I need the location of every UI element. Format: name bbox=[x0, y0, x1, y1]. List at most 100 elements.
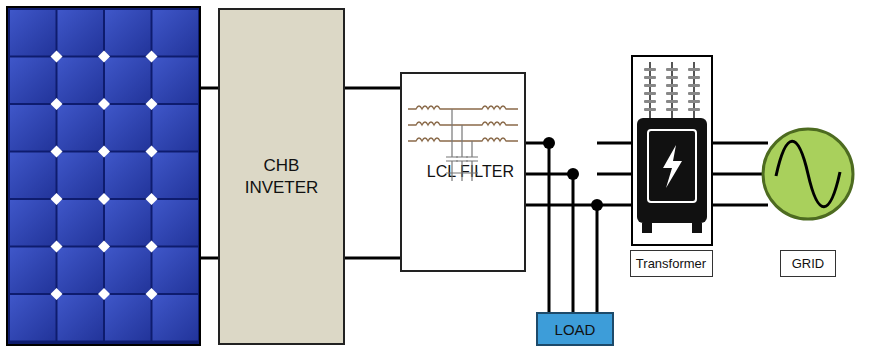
bushing-disc bbox=[688, 108, 700, 111]
tank-panel bbox=[648, 130, 696, 202]
cell-corner bbox=[146, 241, 158, 253]
solar-cell bbox=[10, 58, 56, 104]
solar-cell bbox=[153, 153, 199, 199]
bushing-disc bbox=[644, 76, 656, 79]
transformer-bushings bbox=[650, 62, 694, 118]
bushing-disc bbox=[666, 108, 678, 111]
tank-foot bbox=[642, 223, 652, 233]
solar-panel bbox=[7, 7, 200, 345]
solar-cell bbox=[105, 10, 151, 56]
sine-wave bbox=[776, 141, 840, 207]
solar-cell bbox=[153, 200, 199, 246]
solar-cell bbox=[153, 105, 199, 151]
cell-corner bbox=[146, 98, 158, 110]
transformer-housing bbox=[632, 56, 712, 245]
cell-corner bbox=[98, 51, 110, 63]
solar-cell bbox=[58, 248, 104, 294]
bushing-disc bbox=[666, 76, 678, 79]
bushing-disc bbox=[666, 84, 678, 87]
bushing-disc bbox=[644, 68, 656, 71]
dc-wire bbox=[200, 257, 218, 260]
bushing-disc bbox=[688, 84, 700, 87]
cell-corner bbox=[146, 288, 158, 300]
cell-corner bbox=[51, 98, 63, 110]
tank-foot bbox=[692, 223, 702, 233]
cell-corner bbox=[146, 51, 158, 63]
solar-cell bbox=[10, 105, 56, 151]
bushing-disc bbox=[688, 76, 700, 79]
cell-corner bbox=[51, 146, 63, 158]
cell-corner bbox=[98, 146, 110, 158]
solar-cell bbox=[10, 200, 56, 246]
cell-corner bbox=[51, 193, 63, 205]
bushing-disc bbox=[666, 100, 678, 103]
solar-cell bbox=[105, 295, 151, 341]
bushing-disc bbox=[688, 92, 700, 95]
node-text: GRID bbox=[792, 256, 825, 271]
cell-corner bbox=[146, 146, 158, 158]
solar-cells bbox=[10, 10, 198, 341]
solar-cell bbox=[10, 153, 56, 199]
bushing-disc bbox=[688, 68, 700, 71]
dc-wire bbox=[200, 87, 218, 90]
wire-connector bbox=[345, 258, 400, 259]
node-text: CHB INVETER bbox=[237, 155, 327, 198]
solar-cell bbox=[153, 295, 199, 341]
cell-corner bbox=[146, 193, 158, 205]
lightning-symbol bbox=[663, 145, 682, 188]
label-box: GRID bbox=[780, 250, 836, 277]
cell-corner bbox=[51, 241, 63, 253]
grid-wire bbox=[712, 204, 768, 207]
load-box: LOAD bbox=[536, 312, 614, 346]
bushing-disc bbox=[644, 84, 656, 87]
wire-connector bbox=[345, 88, 400, 89]
wire-connector bbox=[526, 205, 597, 312]
solar-cell bbox=[105, 58, 151, 104]
cell-corner bbox=[98, 288, 110, 300]
filter-box: LCL FILTER bbox=[400, 72, 526, 272]
solar-cell bbox=[105, 200, 151, 246]
cell-corner bbox=[51, 51, 63, 63]
solar-cell bbox=[10, 295, 56, 341]
solar-cell bbox=[105, 105, 151, 151]
bushing-discs bbox=[644, 68, 700, 111]
node-text: Transformer bbox=[636, 256, 706, 271]
ac-source-circle bbox=[763, 129, 853, 219]
solar-cell bbox=[105, 153, 151, 199]
ac-wire bbox=[597, 173, 632, 176]
bushing-disc bbox=[644, 92, 656, 95]
solar-cell bbox=[153, 248, 199, 294]
wire-connector bbox=[526, 174, 573, 312]
solar-cell bbox=[58, 58, 104, 104]
bushing-disc bbox=[666, 92, 678, 95]
solar-cell bbox=[58, 153, 104, 199]
cell-corner bbox=[98, 193, 110, 205]
bushing-disc bbox=[688, 100, 700, 103]
grid-wire bbox=[712, 173, 764, 176]
node-text: LCL FILTER bbox=[427, 163, 514, 181]
solar-cell bbox=[58, 295, 104, 341]
solar-cell bbox=[105, 248, 151, 294]
ac-wire bbox=[597, 142, 632, 145]
cell-corner bbox=[98, 241, 110, 253]
solar-cell bbox=[58, 200, 104, 246]
bushing-disc bbox=[644, 108, 656, 111]
grid-wire bbox=[712, 142, 768, 145]
solar-cell bbox=[153, 10, 199, 56]
cell-corner bbox=[98, 98, 110, 110]
solar-cell bbox=[10, 248, 56, 294]
solar-cell bbox=[153, 58, 199, 104]
bushing-disc bbox=[666, 68, 678, 71]
bushing-disc bbox=[644, 100, 656, 103]
cell-corner bbox=[51, 288, 63, 300]
inverter-box: CHB INVETER bbox=[218, 8, 345, 345]
transformer-tank bbox=[637, 118, 707, 223]
solar-cell bbox=[58, 105, 104, 151]
solar-cell bbox=[10, 10, 56, 56]
label-box: Transformer bbox=[630, 250, 713, 277]
solar-cell bbox=[58, 10, 104, 56]
wire-connector bbox=[526, 143, 549, 312]
node-text: LOAD bbox=[555, 321, 596, 338]
